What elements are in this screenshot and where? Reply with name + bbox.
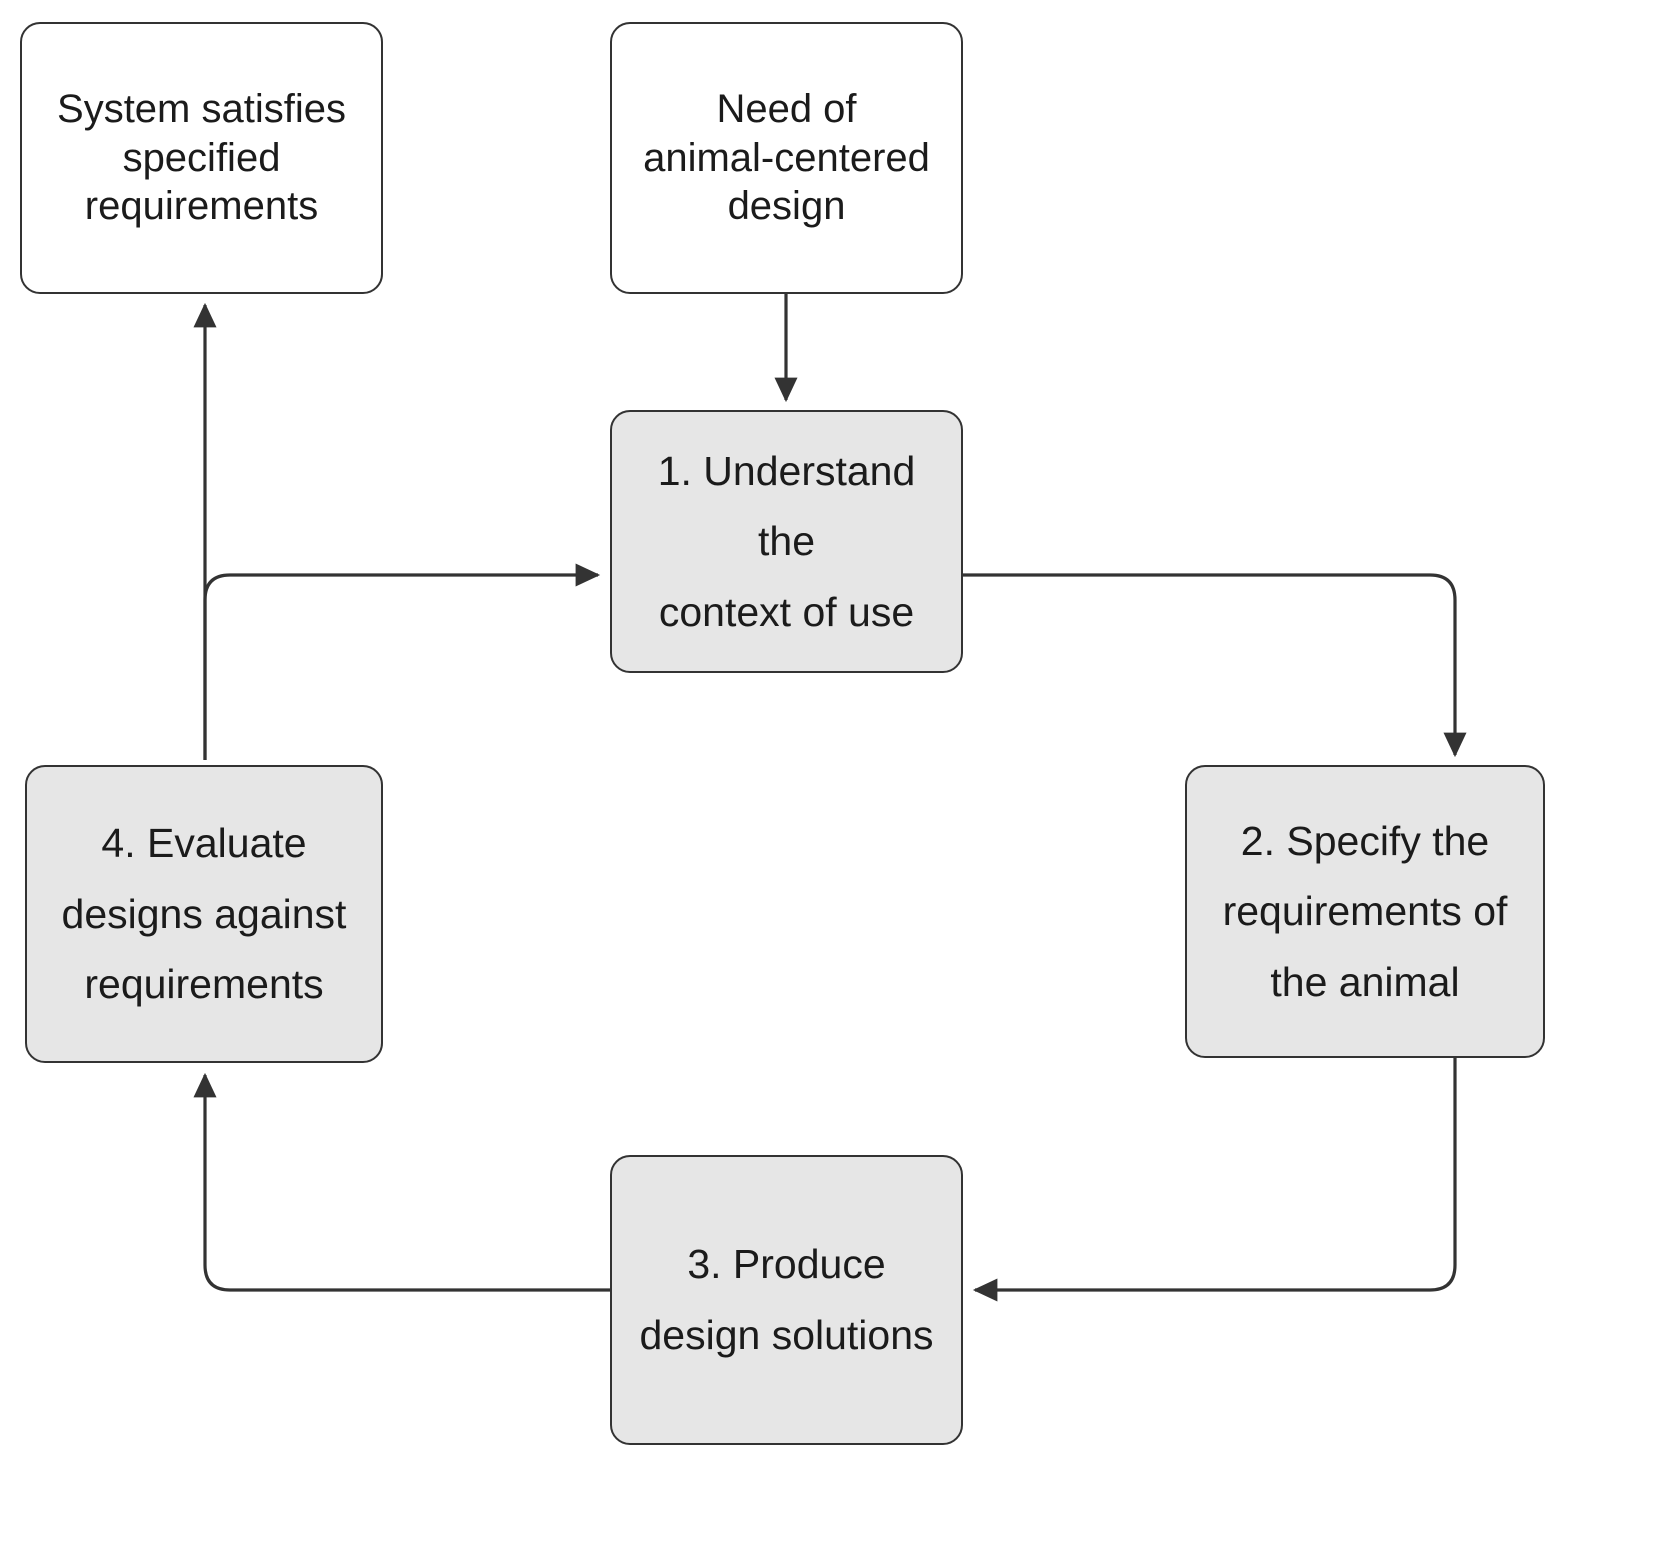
edge-step1-to-step2 <box>963 573 1467 758</box>
node-step-4-evaluate-designs-against-requirements[interactable]: 4. Evaluate designs against requirements <box>25 765 383 1063</box>
node-system-satisfies[interactable]: System satisfies specified requirements <box>20 22 383 294</box>
node-system-satisfies-label: System satisfies specified requirements <box>57 86 346 229</box>
node-step-4-label: 4. Evaluate designs against requirements <box>61 820 347 1008</box>
edge-step4-to-step1 <box>203 563 601 760</box>
node-need-of-animal-centered-design[interactable]: Need of animal-centered design <box>610 22 963 294</box>
node-need-of-animal-centered-design-label: Need of animal-centered design <box>643 86 930 229</box>
node-step-1-label: 1. Understand the context of use <box>657 447 916 635</box>
node-step-2-specify-requirements-of-animal[interactable]: 2. Specify the requirements of the anima… <box>1185 765 1545 1058</box>
edge-step2-to-step3 <box>972 1058 1457 1302</box>
node-step-1-understand-context-of-use[interactable]: 1. Understand the context of use <box>610 410 963 673</box>
edge-step3-to-step4 <box>193 1072 610 1292</box>
node-step-3-label: 3. Produce design solutions <box>639 1241 934 1358</box>
node-step-2-label: 2. Specify the requirements of the anima… <box>1222 817 1508 1005</box>
node-step-3-produce-design-solutions[interactable]: 3. Produce design solutions <box>610 1155 963 1445</box>
